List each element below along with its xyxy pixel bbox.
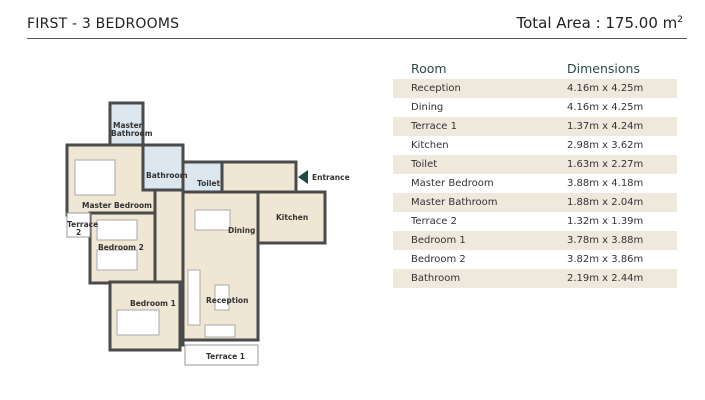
table-row: Master Bathroom 1.88m x 2.04m — [393, 193, 677, 212]
area-unit-sup: 2 — [677, 15, 683, 25]
label-terrace1: Terrace 1 — [206, 352, 245, 361]
table-row: Kitchen 2.98m x 3.62m — [393, 136, 677, 155]
table-row: Bedroom 2 3.82m x 3.86m — [393, 250, 677, 269]
label-terrace2-num: 2 — [76, 228, 81, 237]
table-row: Terrace 2 1.32m x 1.39m — [393, 212, 677, 231]
label-terrace2: Terrace — [67, 220, 98, 229]
room-dimensions: 2.98m x 3.62m — [567, 140, 644, 151]
table-row: Terrace 1 1.37m x 4.24m — [393, 117, 677, 136]
label-dining: Dining — [228, 226, 255, 235]
entrance-arrow-icon — [298, 170, 308, 184]
room-name: Kitchen — [411, 140, 449, 151]
floor-plan: Master Bathroom Bathroom Toilet Entrance… — [65, 101, 350, 366]
room-name: Terrace 1 — [411, 121, 457, 132]
room-dimensions: 3.88m x 4.18m — [567, 178, 644, 189]
room-dimensions: 4.16m x 4.25m — [567, 83, 644, 94]
table-row: Toilet 1.63m x 2.27m — [393, 155, 677, 174]
room-name: Bedroom 2 — [411, 254, 466, 265]
terrace2-area — [66, 212, 91, 238]
header-dimensions: Dimensions — [567, 61, 640, 76]
room-name: Master Bathroom — [411, 197, 498, 208]
label-bedroom2: Bedroom 2 — [98, 243, 144, 252]
bathroom-room — [141, 143, 185, 192]
label-master-bedroom: Master Bedroom — [82, 201, 152, 210]
header-room: Room — [411, 61, 447, 76]
label-toilet: Toilet — [197, 179, 221, 188]
label-master-bathroom: Master — [113, 121, 143, 130]
table-row: Bedroom 1 3.78m x 3.88m — [393, 231, 677, 250]
table-row: Bathroom 2.19m x 2.44m — [393, 269, 677, 288]
room-name: Bathroom — [411, 273, 461, 284]
room-dimensions: 3.78m x 3.88m — [567, 235, 644, 246]
room-dimensions: 1.63m x 2.27m — [567, 159, 644, 170]
terrace1-area — [184, 344, 259, 366]
table-row: Dining 4.16m x 4.25m — [393, 98, 677, 117]
label-kitchen: Kitchen — [276, 213, 308, 222]
header-divider — [27, 38, 687, 39]
total-area: Total Area : 175.00 m2 — [516, 14, 683, 32]
label-bedroom1: Bedroom 1 — [130, 299, 176, 308]
room-name: Toilet — [411, 159, 438, 170]
room-dimensions: 1.37m x 4.24m — [567, 121, 644, 132]
label-bathroom: Bathroom — [146, 171, 188, 180]
room-name: Master Bedroom — [411, 178, 494, 189]
table-row: Master Bedroom 3.88m x 4.18m — [393, 174, 677, 193]
label-master-bathroom-2: Bathroom — [111, 129, 153, 138]
room-name: Reception — [411, 83, 461, 94]
total-area-text: Total Area : 175.00 m — [516, 14, 678, 32]
room-dimensions: 3.82m x 3.86m — [567, 254, 644, 265]
label-reception: Reception — [206, 296, 248, 305]
room-name: Terrace 2 — [411, 216, 457, 227]
kitchen-room — [256, 190, 327, 245]
label-entrance: Entrance — [312, 173, 350, 182]
room-dimensions: 4.16m x 4.25m — [567, 102, 644, 113]
room-name: Bedroom 1 — [411, 235, 466, 246]
table-header: Room Dimensions — [393, 58, 677, 79]
room-dimensions: 2.19m x 2.44m — [567, 273, 644, 284]
room-name: Dining — [411, 102, 444, 113]
entrance-hall — [220, 160, 298, 194]
plan-title: FIRST - 3 BEDROOMS — [27, 16, 180, 32]
room-dimensions: 1.32m x 1.39m — [567, 216, 644, 227]
table-row: Reception 4.16m x 4.25m — [393, 79, 677, 98]
room-dimensions: 1.88m x 2.04m — [567, 197, 644, 208]
